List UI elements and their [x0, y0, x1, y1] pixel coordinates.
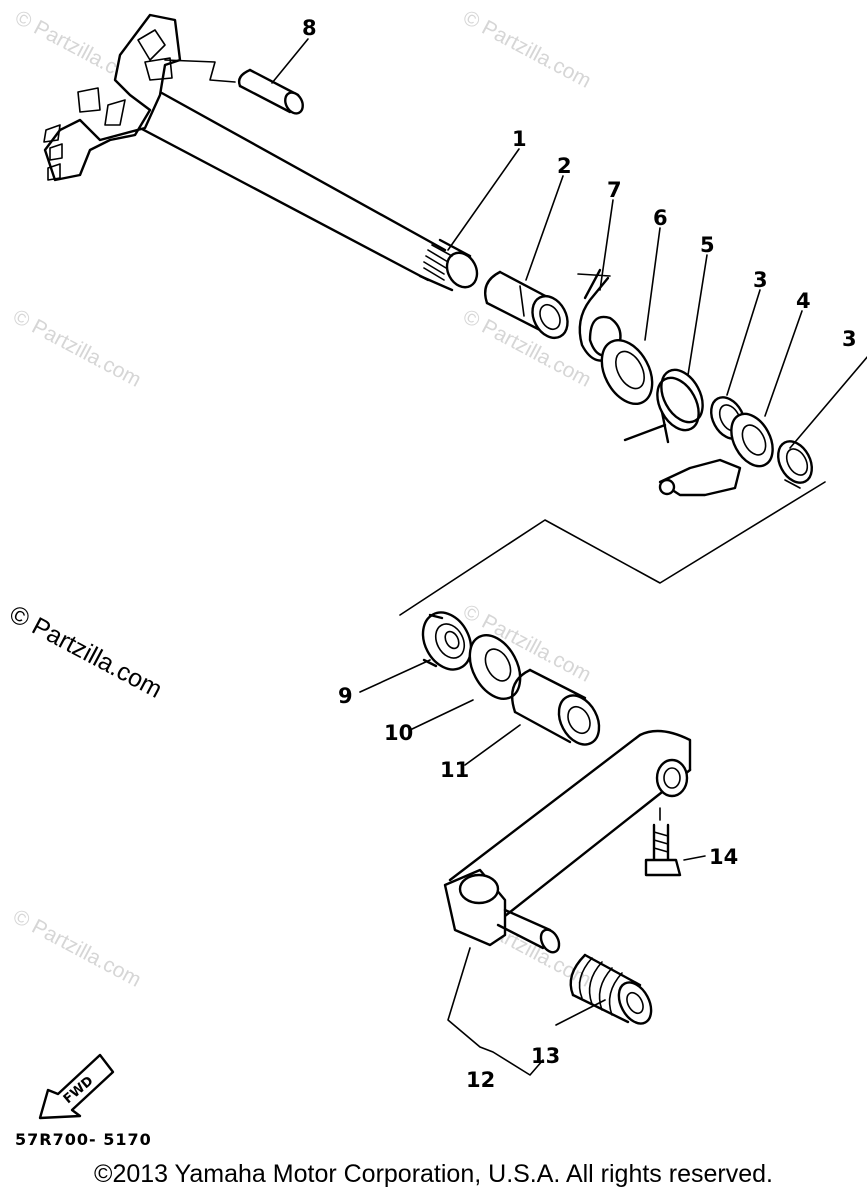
callout-2: 2 [557, 154, 572, 178]
callout-11: 11 [440, 758, 469, 782]
circlip-3b [777, 440, 813, 489]
callout-12: 12 [466, 1068, 495, 1092]
callout-10: 10 [384, 721, 413, 745]
fwd-arrow: FWD [38, 1053, 115, 1120]
callout-8: 8 [302, 16, 317, 40]
collar-11 [510, 668, 601, 746]
shift-shaft [43, 13, 479, 292]
callout-7: 7 [607, 178, 622, 202]
collar [483, 270, 569, 340]
pedal-rubber [569, 953, 653, 1025]
callout-4: 4 [796, 289, 811, 313]
diagram-code: 57R700- 5170 [15, 1130, 152, 1149]
shift-arm [658, 412, 774, 497]
callout-3-right: 3 [842, 327, 857, 351]
copyright-notice: ©2013 Yamaha Motor Corporation, U.S.A. A… [94, 1160, 773, 1188]
callout-14: 14 [709, 845, 738, 869]
bolt [644, 807, 682, 877]
callout-1: 1 [512, 127, 527, 151]
alignment-line [399, 481, 826, 616]
leader-lines [271, 38, 867, 1076]
callout-13: 13 [531, 1044, 560, 1068]
shift-pedal [443, 729, 692, 954]
callout-3-upper: 3 [753, 268, 768, 292]
washer-6 [600, 339, 654, 405]
return-spring [623, 368, 704, 444]
callout-6: 6 [653, 206, 668, 230]
torsion-spring [577, 268, 622, 362]
callout-9: 9 [338, 684, 353, 708]
bearing [421, 611, 473, 671]
dowel-pin [237, 68, 304, 115]
callouts: 1 2 7 6 5 3 4 3 8 9 10 11 14 13 12 [302, 16, 857, 1092]
callout-5: 5 [700, 233, 715, 257]
